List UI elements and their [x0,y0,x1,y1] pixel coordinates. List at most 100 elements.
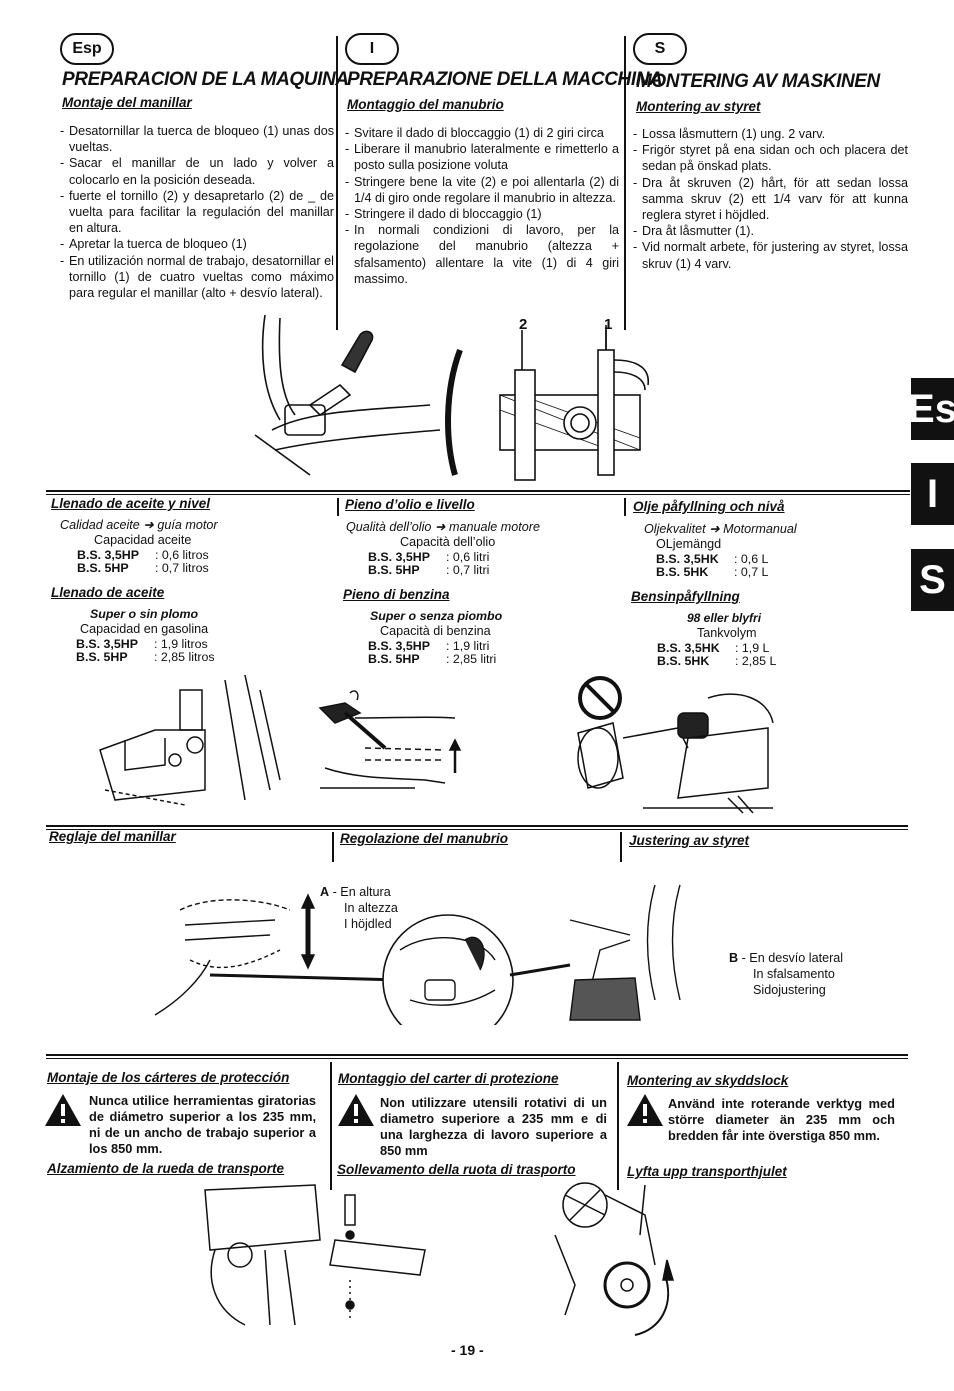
section-rule [46,829,908,830]
legend-line: - En desvío lateral [741,951,844,965]
fuel-type: 98 eller blyfri [687,611,762,625]
fuel-info-esp: Super o sin plomo Capacidad en gasolina … [76,607,300,663]
language-tab-sv[interactable]: S [911,549,954,611]
section-rule [46,825,908,827]
fuel-title-esp: Llenado de aceite [51,585,165,600]
protection-guard-illustration [204,1184,426,1326]
spec-row: B.S. 5HP : 2,85 litros [76,649,300,664]
spec-key: B.S. 5HP [368,562,420,577]
subtitle-esp: Montaje del manillar [62,95,192,110]
spec-row: B.S. 3,5HP: 0,6 litros [77,549,280,562]
fuel-capacity-label: Tankvolym [697,626,757,640]
legend-line: Sidojustering [753,983,826,998]
warning-icon [45,1094,81,1126]
instruction-step: Stringere bene la vite (2) e poi allenta… [345,174,619,206]
spec-value: : 1,9 litros [154,637,208,651]
fuel-info-it: Super o senza piombo Capacità di benzina… [368,609,588,665]
instruction-step: En utilización normal de trabajo, desato… [60,253,334,302]
tab-label: I [926,471,939,516]
wheel-title-it: Sollevamento della ruota di trasporto [337,1162,576,1177]
language-badge-it: I [345,33,399,65]
transport-wheel-illustration [554,1182,675,1336]
spec-value: : 2,85 litri [446,651,497,666]
spec-key: B.S. 3,5HP [77,548,139,562]
oil-capacity-label: Capacidad aceite [94,533,192,547]
oil-capacity-label: Capacità dell’olio [400,535,496,549]
spec-key: B.S. 5HK [657,653,710,668]
fuel-tank-illustration [577,676,774,814]
spec-key: B.S. 3,5HK [656,552,719,566]
handlebar-adjust-title-esp: Reglaje del manillar [49,829,176,844]
adjust-legend-a: A - En altura In altezza I höjdled [320,884,398,933]
badge-label: Esp [72,40,102,57]
section-rule [46,1058,908,1059]
instruction-step: Frigör styret på ena sidan och och place… [633,142,908,174]
language-tab-es[interactable]: Es [908,378,954,440]
section-rule [46,494,910,495]
legend-line: I höjdled [344,917,392,932]
oil-title-sv: Olje påfyllning och nivå [633,499,785,514]
instruction-step: Lossa låsmuttern (1) ung. 2 varv. [633,126,908,142]
language-tab-it[interactable]: I [911,463,954,525]
badge-label: S [654,40,666,57]
instruction-step: Svitare il dado di bloccaggio (1) di 2 g… [345,125,619,141]
fuel-title-it: Pieno di benzina [343,587,450,602]
tab-label: Es [908,386,954,431]
guard-title-sv: Montering av skyddslock [627,1073,789,1088]
callout-label: 2 [519,316,528,333]
instruction-step: fuerte el tornillo (2) y desapretarlo (2… [60,188,334,237]
instruction-step: Apretar la tuerca de bloqueo (1) [60,236,334,252]
spec-key: B.S. 3,5HP [76,637,138,651]
instruction-step: In normali condizioni di lavoro, per la … [345,222,619,287]
spec-value: : 0,7 litri [446,562,490,577]
column-divider [617,1062,619,1190]
spec-key: B.S. 3,5HK [657,641,720,655]
warning-text-sv: Använd inte roterande verktyg med större… [668,1096,895,1143]
language-badge-sv: S [633,33,687,65]
spec-key: B.S. 5HP [77,560,129,575]
fuel-type: Super o senza piombo [370,609,503,623]
section-rule [46,1054,908,1056]
oil-title-esp: Llenado de aceite y nivel [51,496,211,511]
language-badge-esp: Esp [60,33,114,65]
spec-key: B.S. 5HP [368,651,420,666]
oil-quality: Qualità dell’olio ➜ manuale motore [346,520,540,534]
legend-line: In sfalsamento [753,967,835,982]
fuel-capacity-label: Capacidad en gasolina [80,622,209,636]
column-divider [337,498,339,516]
oil-title-it: Pieno d’olio e livello [345,497,475,512]
spec-key: B.S. 3,5HP [368,550,430,564]
column-divider [330,1062,332,1190]
instruction-step: Dra åt låsmutter (1). [633,223,908,239]
section-title-esp: PREPARACION DE LA MAQUINA [62,69,349,90]
legend-key: B [729,951,739,965]
instructions-it: Svitare il dado di bloccaggio (1) di 2 g… [345,125,619,287]
fuel-type: Super o sin plomo [90,607,199,621]
spec-value: : 2,85 L [735,653,777,668]
oil-info-it: Qualità dell’olio ➜ manuale motore Capac… [346,520,586,576]
section-title-it: PREPARAZIONE DELLA MACCHINA [347,69,663,90]
column-divider [620,832,622,862]
engine-oil-illustration [99,674,281,806]
guard-title-esp: Montaje de los cárteres de protección [47,1070,290,1085]
spec-value: : 0,7 L [734,564,769,579]
spec-value: : 0,7 litros [155,560,209,575]
instruction-step: Sacar el manillar de un lado y volver a … [60,155,334,187]
column-divider [624,498,626,516]
warning-text-esp: Nunca utilice herramientas giratorias de… [89,1093,316,1156]
page-number: - 19 - [451,1342,484,1358]
spec-row: B.S. 3,5HK: 1,9 L [657,642,877,655]
subtitle-it: Montaggio del manubrio [347,97,504,112]
instructions-esp: Desatornillar la tuerca de bloqueo (1) u… [60,123,334,301]
spec-row: B.S. 5HP : 2,85 litri [368,651,588,666]
handlebar-adjust-title-it: Regolazione del manubrio [340,831,509,846]
section-title-sv: MONTERING AV MASKINEN [636,71,880,92]
legend-key: A [320,885,330,899]
spec-key: B.S. 3,5HP [368,639,430,653]
guard-title-it: Montaggio del carter di protezione [338,1071,559,1086]
spec-value: : 2,85 litros [154,649,215,664]
column-divider [624,36,626,330]
tab-label: S [919,557,946,602]
legend-line: - En altura [332,885,391,899]
spec-key: B.S. 5HP [76,649,128,664]
